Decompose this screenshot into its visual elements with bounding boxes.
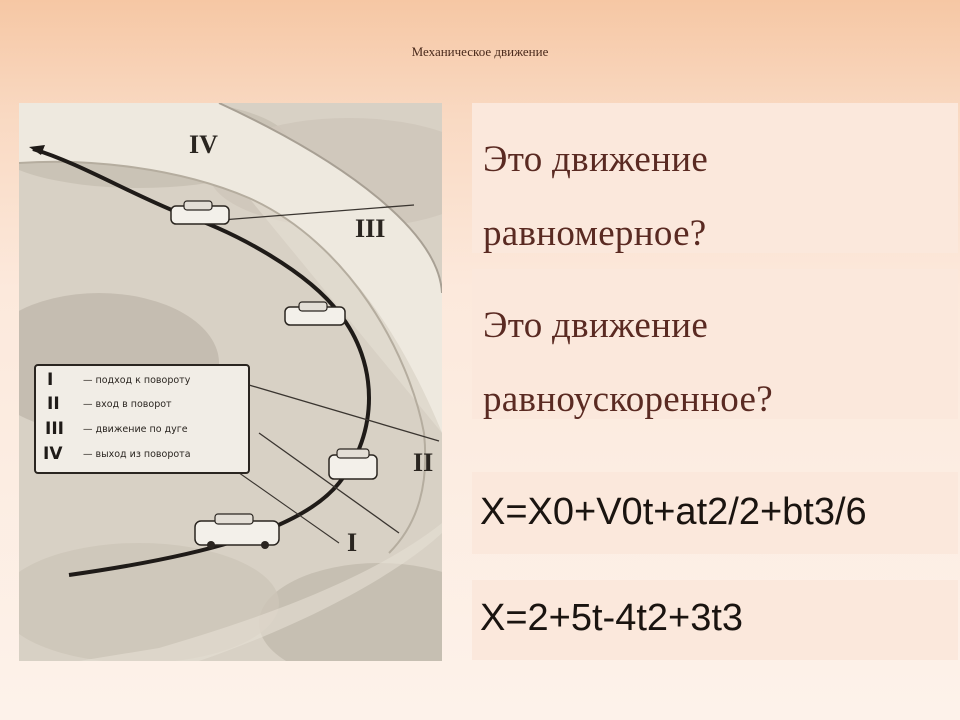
question-line: Это движение: [483, 305, 709, 346]
label-iii: III: [355, 214, 385, 243]
legend-numeral: II: [47, 394, 60, 414]
car-stage-iii: [284, 301, 346, 326]
car-stage-i: [194, 513, 280, 549]
question-uniform: Это движение равномерное?: [483, 123, 953, 271]
legend-text: — подход к повороту: [83, 375, 191, 386]
slide-title: Механическое движение: [411, 44, 549, 59]
general-formula-box: X=X0+V0t+at2/2+bt3/6: [472, 472, 958, 554]
question-accelerated-box: Это движение равноускоренное?: [472, 269, 958, 420]
legend-text: — вход в поворот: [83, 399, 172, 410]
question-line: Это движение: [483, 139, 709, 180]
label-iv: IV: [189, 130, 218, 159]
car-stage-iv: [170, 200, 230, 225]
legend-numeral: III: [45, 419, 64, 439]
specific-formula: X=2+5t-4t2+3t3: [480, 597, 744, 639]
question-line: равноускоренное?: [483, 379, 773, 420]
label-ii: II: [413, 448, 433, 477]
legend-numeral: I: [47, 370, 53, 390]
general-formula: X=X0+V0t+at2/2+bt3/6: [480, 491, 867, 533]
car-stage-ii: [328, 448, 378, 480]
legend-text: — движение по дуге: [83, 424, 188, 435]
legend-text: — выход из поворота: [83, 449, 191, 460]
question-accelerated: Это движение равноускоренное?: [483, 289, 953, 437]
legend-numeral: IV: [43, 444, 63, 464]
question-line: равномерное?: [483, 213, 707, 254]
question-uniform-box: Это движение равномерное?: [472, 103, 958, 254]
label-i: I: [347, 528, 357, 557]
specific-formula-box: X=2+5t-4t2+3t3: [472, 580, 958, 660]
road-turn-illustration: IV III II I I — подход к повороту II — в…: [19, 103, 442, 661]
legend-box: I — подход к повороту II — вход в поворо…: [34, 364, 250, 474]
